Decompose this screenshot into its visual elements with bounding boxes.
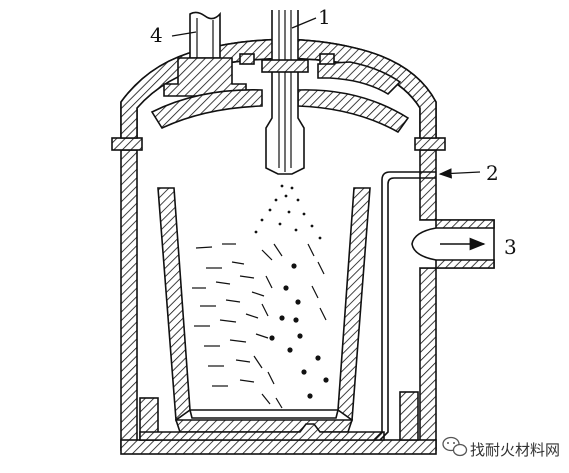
lid-block-right bbox=[297, 89, 410, 134]
crucible-floor-inner bbox=[188, 409, 340, 419]
right-support-block bbox=[399, 391, 419, 441]
outlet-duct-hatch-bottom bbox=[435, 259, 495, 269]
vessel-bottom bbox=[120, 439, 437, 455]
lid-segments-right bbox=[239, 53, 410, 134]
crucible-left-wall bbox=[157, 187, 191, 422]
leader-lines bbox=[171, 17, 481, 179]
gas-inlet-tube bbox=[373, 171, 436, 441]
watermark-text: 找耐火材料网 bbox=[470, 441, 560, 459]
lid-stud-right bbox=[319, 53, 335, 65]
top-port-refractory bbox=[150, 89, 263, 130]
top-port-neck bbox=[189, 11, 221, 59]
top-port-assembly bbox=[150, 11, 263, 130]
outlet-inlet-curve bbox=[411, 227, 437, 261]
base-plate bbox=[139, 423, 385, 441]
vessel-right-wall-upper bbox=[419, 149, 437, 221]
central-nozzle bbox=[261, 10, 309, 175]
inner-crucible bbox=[157, 187, 371, 433]
lid-cap-right bbox=[317, 61, 402, 96]
watermark: 找耐火材料网 bbox=[442, 436, 560, 459]
crucible-right-wall bbox=[337, 187, 371, 422]
tube-inner bbox=[379, 177, 436, 441]
leader-4 bbox=[171, 31, 197, 37]
left-flange bbox=[111, 137, 143, 151]
leader-2 bbox=[438, 168, 481, 179]
crucible-bottom bbox=[174, 419, 354, 433]
vessel-left-wall bbox=[120, 149, 138, 451]
side-outlet bbox=[411, 219, 495, 269]
vessel-right-wall-lower bbox=[419, 267, 437, 451]
right-flange bbox=[414, 137, 446, 151]
wechat-icon bbox=[442, 436, 468, 457]
spray-streaks bbox=[192, 243, 327, 409]
lid-stud-left bbox=[239, 53, 255, 65]
label-2: 2 bbox=[486, 161, 499, 185]
label-4: 4 bbox=[150, 23, 163, 47]
vessel-shell bbox=[111, 137, 446, 455]
label-1: 1 bbox=[318, 5, 331, 29]
spray-droplets bbox=[254, 184, 329, 399]
outlet-duct-hatch-top bbox=[435, 219, 495, 229]
label-3: 3 bbox=[504, 235, 517, 259]
tube-outer bbox=[373, 171, 436, 441]
base-supports bbox=[139, 391, 419, 441]
leader-1 bbox=[291, 17, 317, 29]
nozzle-collar bbox=[261, 59, 309, 73]
